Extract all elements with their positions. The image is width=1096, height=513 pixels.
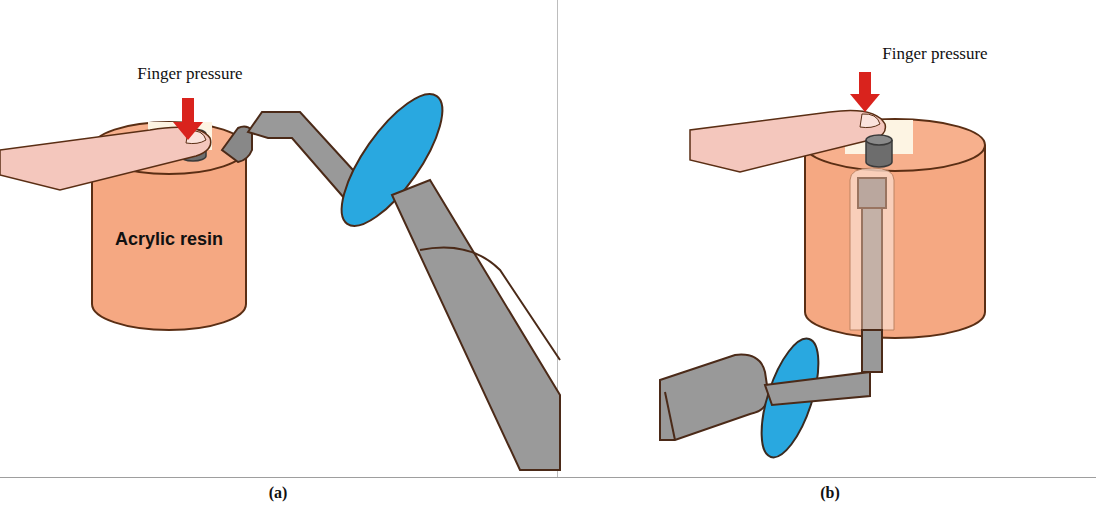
annotation-label: Finger pressure bbox=[137, 64, 242, 84]
panel-label: (a) bbox=[269, 484, 288, 502]
panel-label: (b) bbox=[820, 484, 840, 502]
annotation-label: Finger pressure bbox=[882, 44, 987, 64]
node-text: Acrylic resin bbox=[115, 229, 223, 250]
